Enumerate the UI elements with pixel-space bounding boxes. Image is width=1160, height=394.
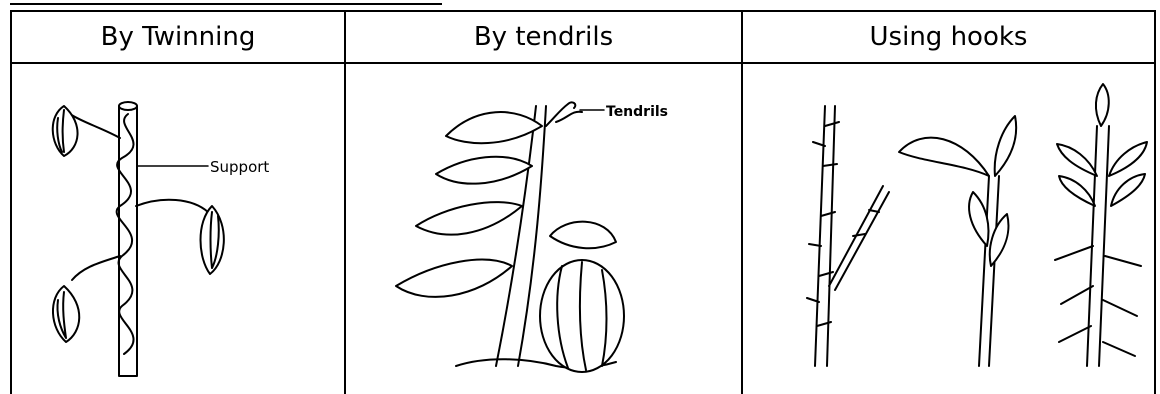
header-by-twinning: By Twinning: [12, 12, 344, 62]
support-label: Support: [210, 158, 269, 176]
header-by-tendrils: By tendrils: [346, 12, 741, 62]
header-using-hooks: Using hooks: [743, 12, 1154, 62]
top-rule: [10, 3, 442, 5]
tendrils-label: Tendrils: [606, 104, 668, 120]
hooks-illustration: [743, 66, 1154, 394]
twining-illustration: Support: [12, 66, 344, 394]
table-right-border: [1154, 10, 1156, 394]
climbing-plants-table: By Twinning By tendrils Using hooks Supp…: [10, 10, 1156, 394]
header-divider: [10, 62, 1156, 64]
tendrils-illustration: Tendrils: [346, 66, 741, 394]
